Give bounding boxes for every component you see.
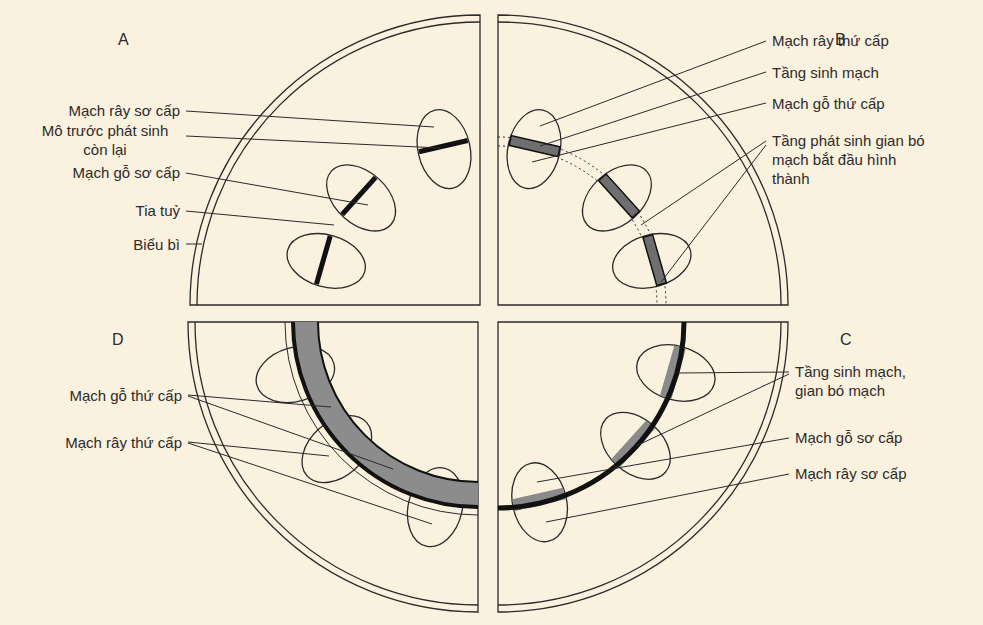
- panel-letter: C: [840, 330, 852, 349]
- quadrant-outline: [498, 322, 788, 612]
- part-label: Mạch gỗ sơ cấp: [73, 163, 180, 182]
- leader-line: [188, 395, 331, 407]
- part-label: Tầng sinh mạch, gian bó mạch: [795, 362, 910, 400]
- leader-line: [186, 136, 440, 148]
- cambium-bar: [599, 174, 640, 218]
- panel-letter: A: [118, 30, 129, 49]
- leader-line: [188, 442, 329, 456]
- epidermis-line: [498, 22, 781, 305]
- part-label: Mạch rây thứ cấp: [65, 433, 182, 452]
- leader-line: [540, 72, 766, 146]
- cambium-ring: [293, 322, 478, 507]
- part-label: Tầng sinh mạch: [772, 63, 879, 82]
- part-label: Tầng phát sinh gian bó mạch bắt đầu hình…: [772, 131, 932, 188]
- panel-letter: D: [112, 330, 124, 349]
- leader-line: [537, 438, 789, 482]
- leader-line: [186, 173, 368, 205]
- cambium-ring: [498, 322, 684, 508]
- vascular-bundle: [410, 104, 479, 194]
- part-label: Biểu bì: [133, 235, 180, 254]
- part-label: Mạch gỗ thứ cấp: [69, 386, 182, 405]
- quadrant-outline: [498, 15, 788, 305]
- band-border: [318, 322, 478, 482]
- leader-line: [678, 372, 789, 373]
- part-label: Mô trước phát sinh còn lại: [30, 121, 180, 159]
- part-label: Mạch rây sơ cấp: [795, 464, 907, 483]
- procambium-bar: [316, 236, 330, 284]
- leader-line: [546, 474, 789, 522]
- part-label: Mạch rây thứ cấp: [772, 31, 889, 50]
- vascular-bundle: [570, 152, 664, 244]
- vascular-bundle: [606, 225, 697, 297]
- part-label: Tia tuỷ: [136, 201, 180, 220]
- leader-line: [661, 145, 766, 282]
- leader-line: [188, 396, 393, 469]
- epidermis-line: [498, 322, 781, 605]
- vascular-bundle: [281, 225, 372, 297]
- procambium-bar: [342, 177, 375, 214]
- secondary-phloem-ring: [285, 322, 478, 515]
- quadrant-outline: [188, 322, 478, 612]
- leader-line: [532, 103, 766, 162]
- leader-line: [186, 211, 334, 225]
- quadrant-outline: [190, 15, 480, 305]
- vascular-bundle: [500, 104, 569, 194]
- cambium-bar: [509, 136, 560, 157]
- leader-line: [636, 374, 789, 446]
- epidermis-line: [197, 22, 480, 305]
- part-label: Mạch rây sơ cấp: [68, 101, 180, 120]
- cambium-bar: [643, 235, 666, 286]
- leader-line: [641, 141, 766, 225]
- leader-line: [188, 443, 432, 524]
- procambium-bar: [419, 141, 468, 152]
- leader-line: [186, 111, 434, 127]
- leader-line: [186, 244, 202, 245]
- part-label: Mạch gỗ thứ cấp: [772, 94, 885, 113]
- part-label: Mạch gỗ sơ cấp: [795, 428, 902, 447]
- epidermis-line: [195, 322, 478, 605]
